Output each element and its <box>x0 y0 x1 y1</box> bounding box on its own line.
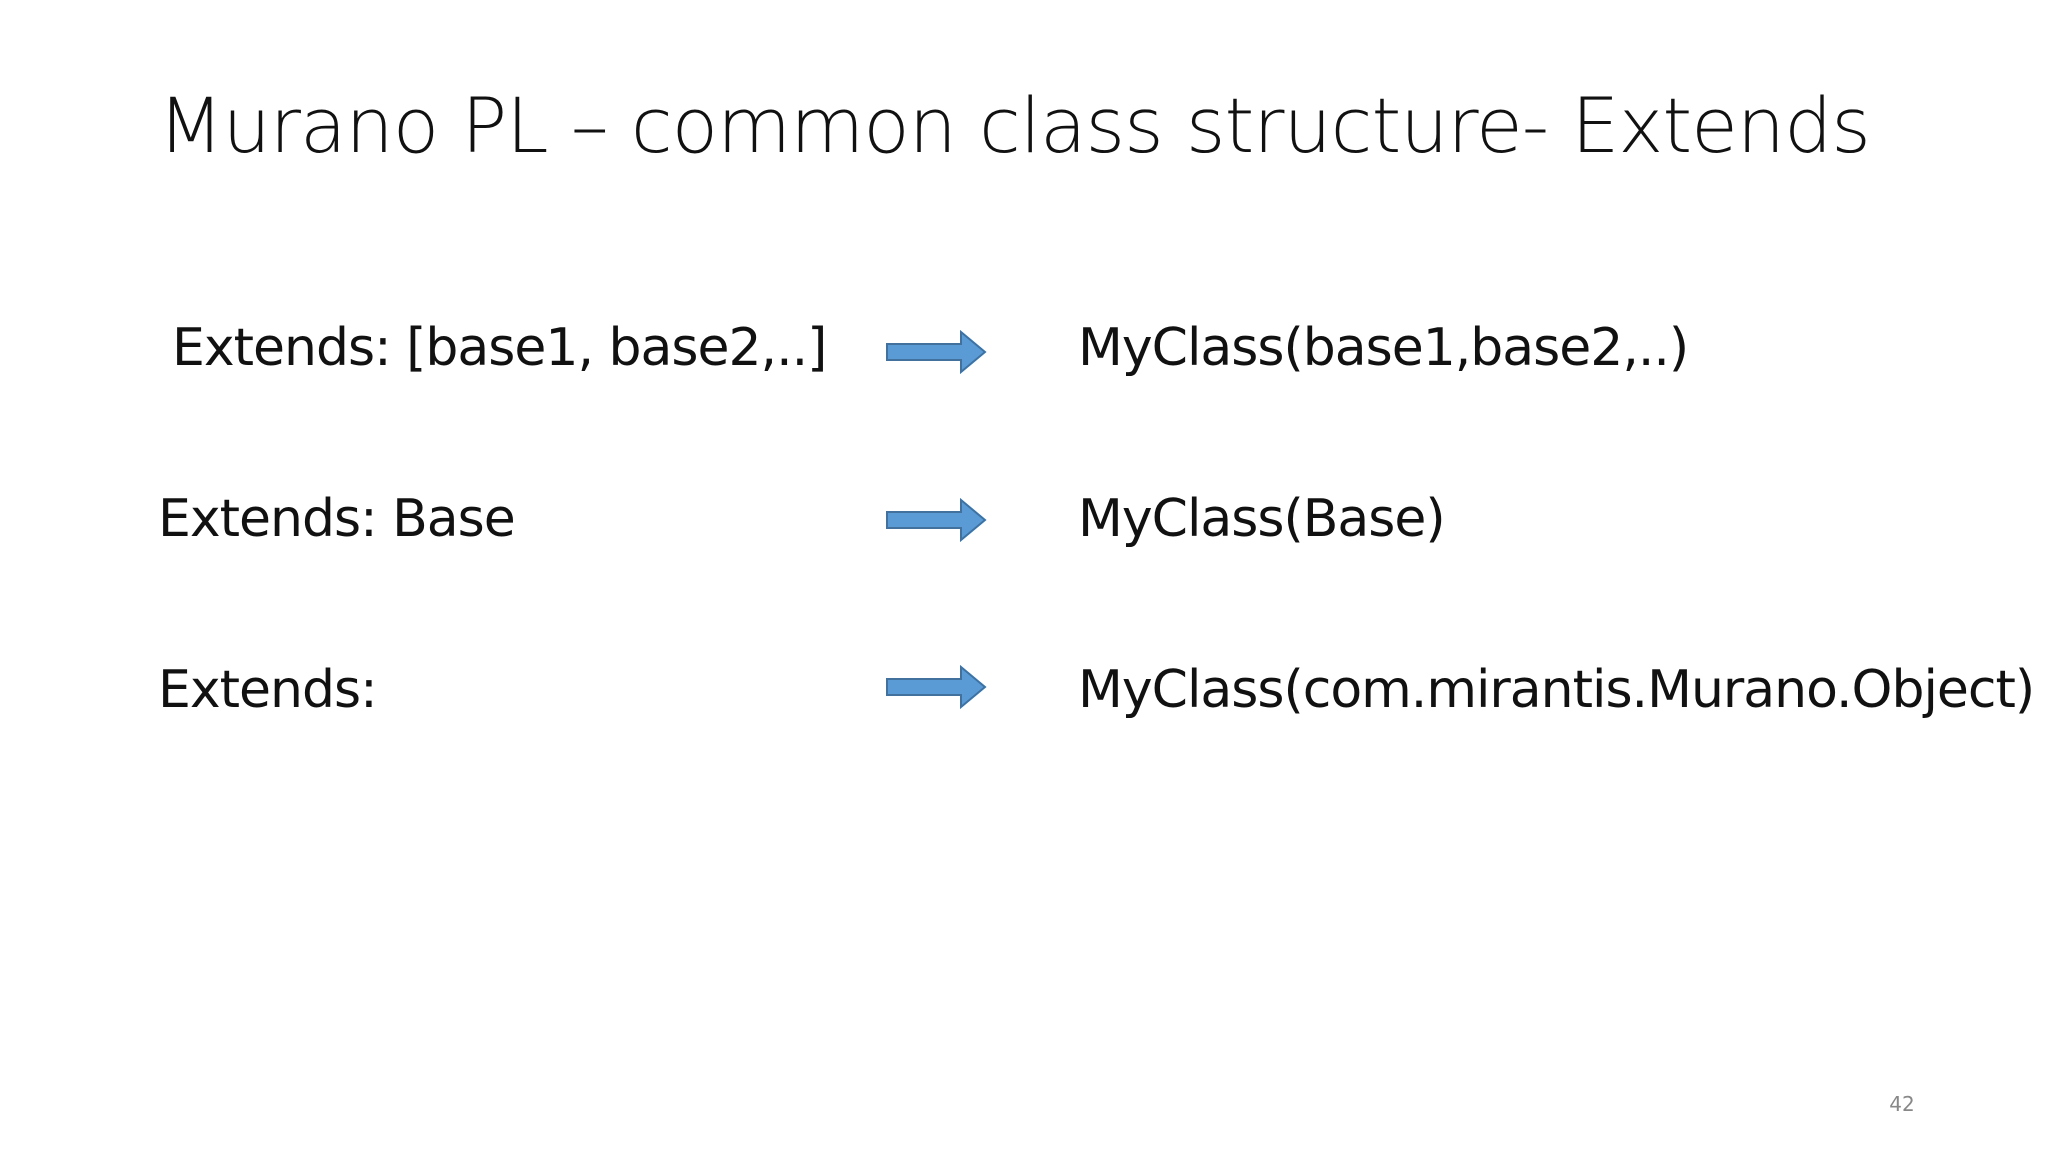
page-number: 42 <box>1889 1092 1915 1116</box>
row-3-left-text: Extends: <box>158 660 378 720</box>
row-1-right-text: MyClass(base1,base2,..) <box>1078 318 1689 378</box>
right-arrow-icon <box>886 330 987 374</box>
row-2-left-text: Extends: Base <box>158 489 516 549</box>
right-arrow-icon <box>886 665 987 709</box>
row-2-right-text: MyClass(Base) <box>1078 489 1446 549</box>
row-1-left-text: Extends: [base1, base2,..] <box>172 318 827 378</box>
row-3-right-text: MyClass(com.mirantis.Murano.Object) <box>1078 660 2035 720</box>
right-arrow-icon <box>886 498 987 542</box>
slide-title: Murano PL – common class structure- Exte… <box>158 81 1871 170</box>
